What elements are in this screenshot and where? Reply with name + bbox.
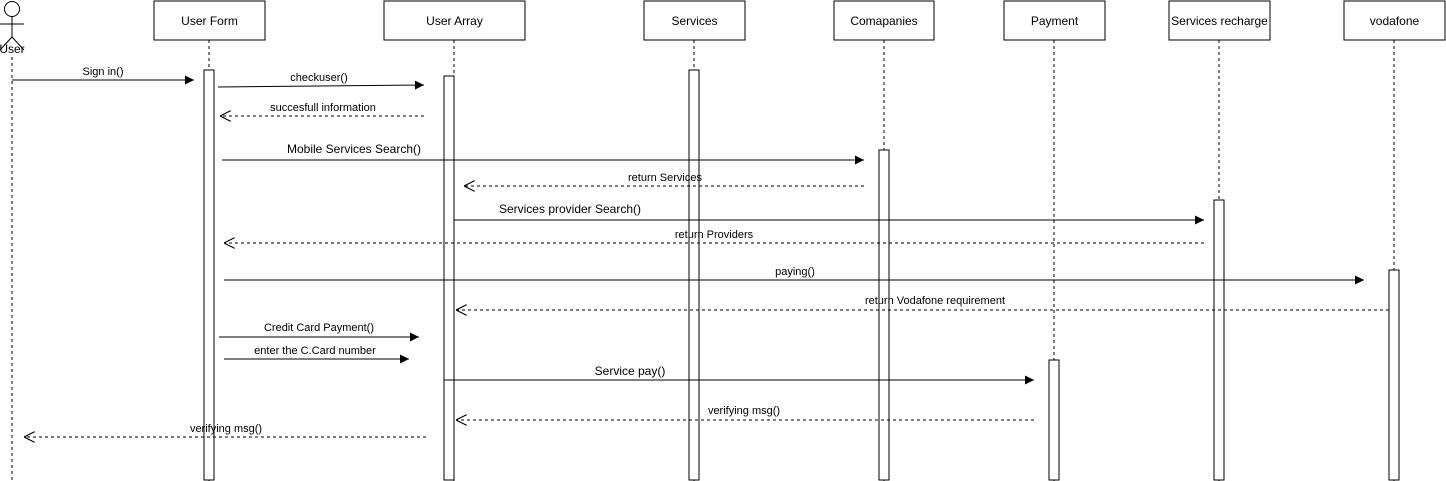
message-verifying-msg-user[interactable]: verifying msg() [24, 423, 426, 437]
message-label: return Services [628, 172, 702, 184]
participant-companies[interactable]: Comapanies [833, 0, 935, 41]
message-mobile-services-search[interactable]: Mobile Services Search() [222, 142, 864, 165]
participant-user-array[interactable]: User Array [383, 0, 526, 41]
participant-vodafone[interactable]: vodafone [1343, 0, 1446, 41]
message-return-services[interactable]: return Services [464, 172, 864, 186]
message-checkuser[interactable]: checkuser() [217, 72, 425, 90]
message-enter-card-number[interactable]: enter the C.Card number [224, 345, 409, 364]
participant-label: Payment [1031, 14, 1079, 28]
message-label: Mobile Services Search() [287, 142, 421, 156]
actor-label: User [0, 42, 25, 56]
participant-box [643, 0, 746, 41]
activation-services-recharge [1213, 199, 1225, 481]
message-services-provider-search[interactable]: Services provider Search() [454, 202, 1204, 225]
participant-label: vodafone [1370, 14, 1420, 28]
activation-companies [878, 149, 890, 481]
participant-label: Services [671, 14, 717, 28]
message-label: verifying msg() [190, 423, 262, 435]
actor-user[interactable]: User [0, 1, 25, 57]
message-label: return Vodafone requirement [865, 295, 1005, 307]
activation-vodafone [1388, 269, 1400, 481]
participant-box [1003, 0, 1106, 41]
message-succesfull-information[interactable]: succesfull information [220, 102, 424, 116]
participant-services[interactable]: Services [643, 0, 746, 41]
participant-box [833, 0, 935, 41]
actor-leg-left [0, 36, 13, 51]
message-label: checkuser() [290, 72, 347, 84]
message-label: return Providers [675, 229, 754, 241]
message-paying[interactable]: paying() [224, 266, 1364, 285]
actor-head [4, 1, 20, 17]
activation-user-form [203, 69, 215, 481]
message-label: Services provider Search() [499, 202, 641, 216]
participant-box [153, 0, 266, 41]
message-arrow [217, 80, 425, 90]
participant-label: Comapanies [850, 14, 917, 28]
activation-user-array [443, 75, 455, 481]
message-label: succesfull information [270, 102, 376, 114]
participant-box [1343, 0, 1446, 41]
message-label: verifying msg() [708, 405, 780, 417]
activation-payment [1048, 359, 1060, 481]
participant-label: User Array [426, 14, 483, 28]
message-return-vodafone-requirement[interactable]: return Vodafone requirement [456, 295, 1389, 310]
participant-payment[interactable]: Payment [1003, 0, 1106, 41]
actor-leg-right [11, 36, 25, 51]
message-sign-in[interactable]: Sign in() [12, 66, 194, 85]
participant-services-recharge[interactable]: Services recharge [1168, 0, 1271, 41]
activation-services [688, 69, 700, 481]
message-service-pay[interactable]: Service pay() [444, 364, 1034, 385]
message-return-providers[interactable]: return Providers [224, 229, 1204, 243]
participant-label: User Form [181, 14, 238, 28]
message-credit-card-payment[interactable]: Credit Card Payment() [219, 322, 419, 342]
message-label: enter the C.Card number [254, 345, 376, 357]
participant-user-form[interactable]: User Form [153, 0, 266, 41]
message-label: Service pay() [595, 364, 666, 378]
message-label: Sign in() [83, 66, 124, 78]
message-label: paying() [775, 266, 815, 278]
participant-label: Services recharge [1171, 14, 1268, 28]
message-label: Credit Card Payment() [264, 322, 374, 334]
message-verifying-msg-payment[interactable]: verifying msg() [456, 405, 1034, 420]
